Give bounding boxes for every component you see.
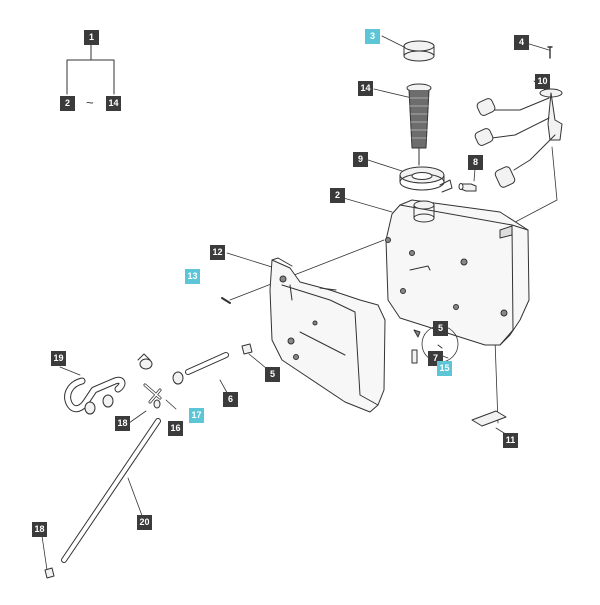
callout-18[interactable]: 18 xyxy=(115,416,130,431)
callout-15[interactable]: 15 xyxy=(437,361,452,376)
callout-9[interactable]: 9 xyxy=(353,152,368,167)
callout-14[interactable]: 14 xyxy=(358,81,373,96)
callout-18-end[interactable]: 18 xyxy=(32,522,47,537)
ring-nut-part xyxy=(399,166,453,193)
pin-part xyxy=(458,183,477,192)
callout-10[interactable]: 10 xyxy=(535,74,550,89)
callout-14-legend[interactable]: 14 xyxy=(106,96,121,111)
callout-5-tank[interactable]: 5 xyxy=(433,321,448,336)
callout-1[interactable]: 1 xyxy=(84,30,99,45)
callout-3[interactable]: 3 xyxy=(365,29,380,44)
fuel-gauge-sender-part xyxy=(474,88,563,188)
bolt-part xyxy=(221,297,231,304)
screw-part xyxy=(547,46,553,59)
callout-11[interactable]: 11 xyxy=(503,433,518,448)
callout-8[interactable]: 8 xyxy=(468,155,483,170)
grommet-part xyxy=(241,343,253,355)
short-tube-part xyxy=(185,352,229,375)
callout-6[interactable]: 6 xyxy=(223,392,238,407)
tank-bracket-part xyxy=(269,257,386,413)
callout-12[interactable]: 12 xyxy=(210,245,225,260)
callout-2[interactable]: 2 xyxy=(60,96,75,111)
range-separator: ~ xyxy=(86,95,94,110)
callout-19[interactable]: 19 xyxy=(51,351,66,366)
callout-2-tank[interactable]: 2 xyxy=(330,188,345,203)
long-tube-part xyxy=(61,418,161,563)
fuel-cap-part xyxy=(403,40,435,62)
callout-13[interactable]: 13 xyxy=(185,269,200,284)
hose-part xyxy=(64,376,126,413)
fuel-tank-part xyxy=(385,199,530,346)
callout-4[interactable]: 4 xyxy=(514,35,529,50)
callout-5[interactable]: 5 xyxy=(265,367,280,382)
plate-part xyxy=(471,410,507,427)
legend-bracket xyxy=(66,44,115,95)
fuel-strainer-part xyxy=(406,83,432,166)
callout-17[interactable]: 17 xyxy=(189,408,204,423)
fitting-parts xyxy=(84,353,184,415)
callout-16[interactable]: 16 xyxy=(168,421,183,436)
end-cap-part xyxy=(44,567,55,579)
callout-20[interactable]: 20 xyxy=(137,515,152,530)
